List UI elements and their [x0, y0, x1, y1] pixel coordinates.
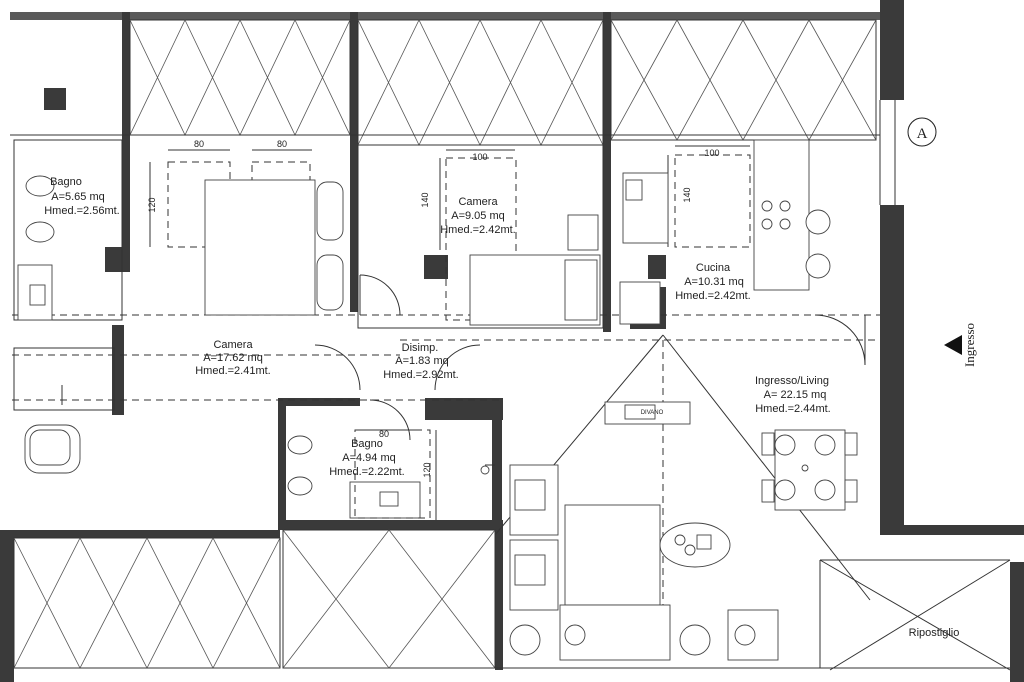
room-area-disimp: A=1.83 mq: [395, 355, 449, 367]
room-area-cucina: A=10.31 mq: [684, 276, 744, 288]
room-name-bagno-2: Bagno: [351, 438, 383, 450]
dim-bed3-w: 100: [704, 148, 719, 158]
room-height-camera-2: Hmed.=2.42mt.: [440, 224, 516, 236]
room-height-living: Hmed.=2.44mt.: [755, 403, 831, 415]
room-name-camera-2: Camera: [458, 196, 498, 208]
room-area-bagno-1: A=5.65 mq: [51, 191, 105, 203]
dim-bed1-len: 120: [147, 197, 157, 212]
master-bedroom: [149, 149, 401, 316]
dim-bath-len: 120: [422, 462, 432, 477]
dim-bath-w: 80: [379, 429, 389, 439]
terrace-top: [10, 19, 880, 146]
entrance-label: Ingresso: [962, 323, 977, 367]
room-name-bagno-1: Bagno: [50, 176, 82, 188]
room-name-disimp: Disimp.: [402, 342, 439, 354]
section-marker-label: A: [917, 126, 928, 142]
room-name-cucina: Cucina: [696, 262, 731, 274]
dim-bed2-w: 100: [472, 152, 487, 162]
terrace-bottom: [13, 529, 1010, 669]
room-name-camera-1: Camera: [213, 339, 253, 351]
kitchen: [619, 139, 866, 366]
room-height-cucina: Hmed.=2.42mt.: [675, 290, 751, 302]
room-area-camera-1: A=17.62 mq: [203, 352, 263, 364]
room-height-bagno-2: Hmed.=2.22mt.: [329, 466, 405, 478]
section-marker: [907, 117, 937, 147]
room-area-living: A= 22.15 mq: [764, 389, 827, 401]
dim-bed3-len: 140: [682, 187, 692, 202]
dim-bed2-len: 140: [420, 192, 430, 207]
dim-bed1-a: 80: [194, 139, 204, 149]
room-height-bagno-1: Hmed.=2.56mt.: [44, 205, 120, 217]
living-area: [509, 401, 858, 661]
room-height-disimp: Hmed.=2.92mt.: [383, 369, 459, 381]
dimension-labels: 80 80 120 100 140 100 140 80 120 DIVANO: [147, 139, 720, 478]
hall-doors: [314, 344, 481, 441]
room-labels: Bagno A=5.65 mq Hmed.=2.56mt. Camera A=1…: [44, 176, 959, 639]
appliance-label: DIVANO: [641, 410, 664, 416]
bedroom-2: [357, 144, 604, 329]
room-name-living: Ingresso/Living: [755, 375, 829, 387]
room-height-camera-1: Hmed.=2.41mt.: [195, 365, 271, 377]
room-name-ripostiglio: Ripostiglio: [909, 627, 960, 639]
bathroom-center: [287, 429, 495, 520]
room-area-camera-2: A=9.05 mq: [451, 210, 505, 222]
dim-bed1-b: 80: [277, 139, 287, 149]
room-area-bagno-2: A=4.94 mq: [342, 452, 396, 464]
entrance-marker: [944, 335, 962, 355]
bathroom-left: [13, 139, 123, 474]
